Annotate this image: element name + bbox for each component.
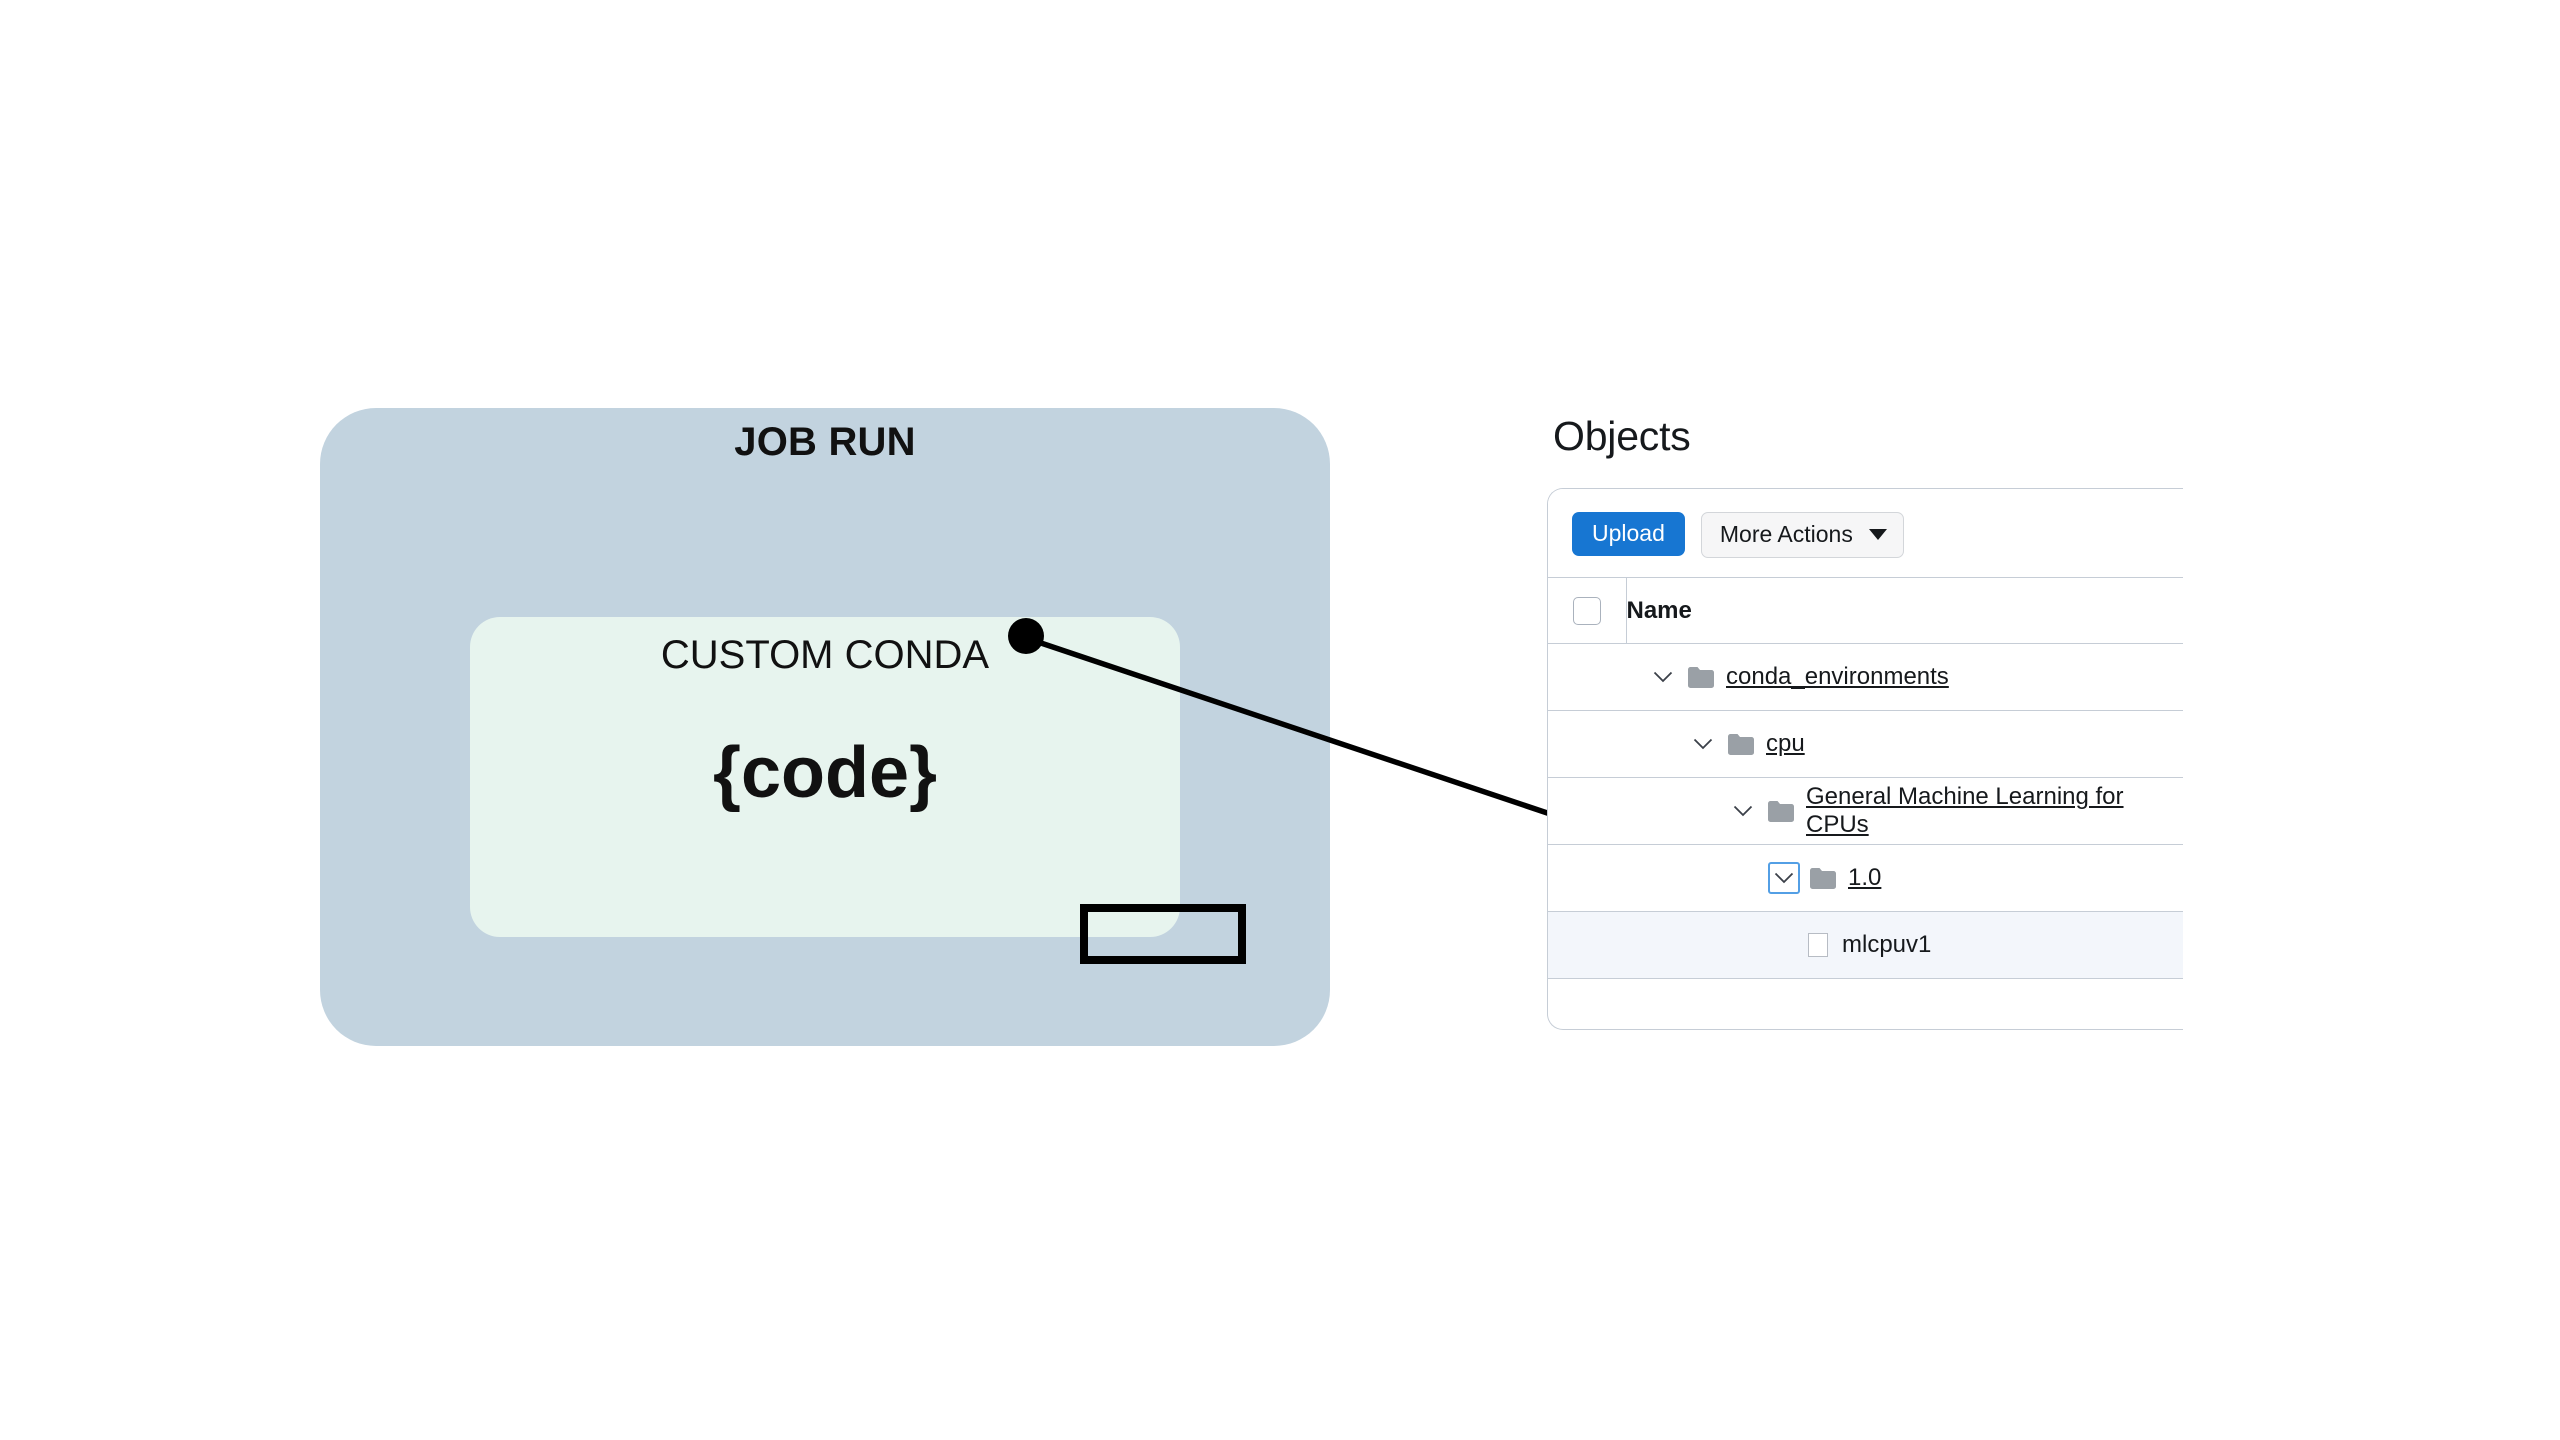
table-row[interactable]: cpu <box>1548 710 2183 778</box>
objects-card: Upload More Actions Name conda_environme… <box>1547 488 2183 1030</box>
row-select-cell <box>1548 710 1626 778</box>
folder-icon <box>1688 666 1714 688</box>
chevron-down-icon[interactable] <box>1688 729 1718 759</box>
job-run-container: JOB RUN CUSTOM CONDA {code} <box>320 408 1330 1046</box>
chevron-down-icon[interactable] <box>1648 662 1678 692</box>
objects-toolbar: Upload More Actions <box>1548 489 2183 577</box>
page-title: Objects <box>1553 413 1691 459</box>
row-select-cell <box>1548 777 1626 845</box>
table-footer-row <box>1548 978 2183 1029</box>
object-name-label: mlcpuv1 <box>1842 931 1932 958</box>
table-row[interactable]: General Machine Learning for CPUs <box>1548 777 2183 845</box>
more-actions-label: More Actions <box>1719 521 1853 547</box>
table-footer-cell <box>1548 978 2183 1029</box>
row-select-cell <box>1548 911 1626 979</box>
object-name-link[interactable]: General Machine Learning for CPUs <box>1806 783 2124 838</box>
chevron-down-icon[interactable] <box>1728 796 1758 826</box>
select-all-header-cell <box>1548 577 1627 644</box>
row-name-cell: cpu <box>1626 710 2183 778</box>
code-placeholder-label: {code} <box>712 733 938 813</box>
more-actions-button[interactable]: More Actions <box>1700 512 1904 559</box>
row-name-cell: General Machine Learning for CPUs <box>1626 777 2183 845</box>
name-column-header: Name <box>1626 577 2183 644</box>
folder-icon <box>1768 800 1794 822</box>
custom-conda-title: CUSTOM CONDA <box>660 633 990 677</box>
job-run-title: JOB RUN <box>734 420 916 464</box>
object-name-link[interactable]: 1.0 <box>1848 864 1882 891</box>
row-name-cell: mlcpuv1 <box>1626 911 2183 979</box>
job-run-diagram: JOB RUN CUSTOM CONDA {code} <box>320 408 1330 1046</box>
object-name-link[interactable]: conda_environments <box>1726 663 1949 690</box>
table-row[interactable]: 1.0 <box>1548 844 2183 912</box>
chevron-down-icon <box>1868 529 1887 541</box>
row-select-cell <box>1548 844 1626 912</box>
row-name-cell: 1.0 <box>1626 844 2183 912</box>
row-checkbox[interactable] <box>1808 933 1828 957</box>
row-name-cell: conda_environments <box>1626 643 2183 711</box>
upload-button[interactable]: Upload <box>1572 512 1685 557</box>
folder-icon <box>1810 867 1836 889</box>
row-select-cell <box>1548 643 1626 711</box>
custom-conda-container: CUSTOM CONDA {code} <box>470 617 1180 937</box>
objects-panel: Objects Upload More Actions Name conda_e… <box>1547 400 2183 1030</box>
table-header-row: Name <box>1548 577 2183 644</box>
folder-icon <box>1728 733 1754 755</box>
table-row[interactable]: conda_environments <box>1548 643 2183 711</box>
select-all-checkbox[interactable] <box>1572 596 1601 625</box>
table-row[interactable]: mlcpuv1 <box>1548 911 2183 979</box>
object-name-link[interactable]: cpu <box>1766 730 1805 757</box>
chevron-down-icon[interactable] <box>1768 862 1800 894</box>
